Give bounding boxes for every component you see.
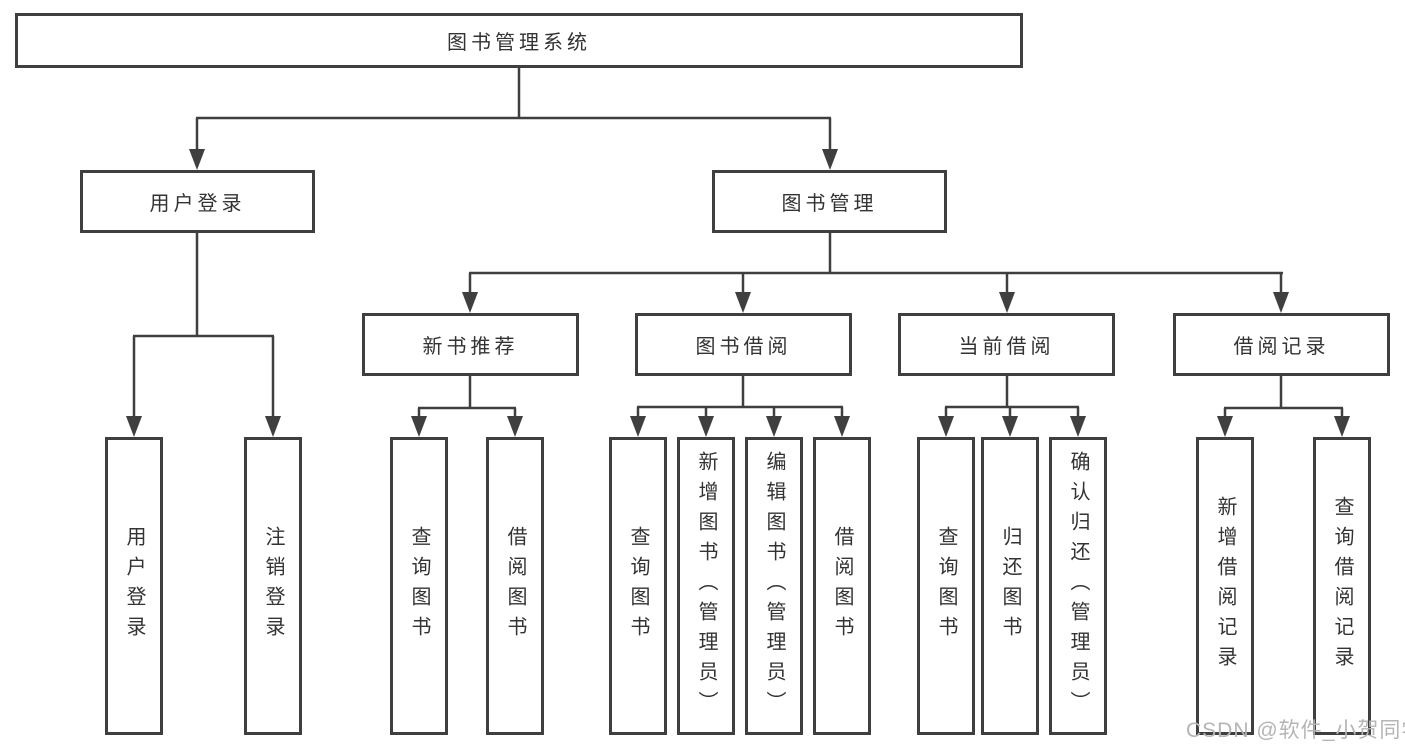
leaf-label: 查询图书 — [935, 526, 957, 646]
leaf-add-borrow-record: 新增借阅记录 — [1196, 437, 1254, 735]
node-label: 用户登录 — [149, 193, 246, 215]
leaf-label: 查询图书 — [408, 526, 430, 646]
leaf-label: 借阅图书 — [504, 526, 526, 646]
leaf-label: 注销登录 — [262, 526, 284, 646]
leaf-query-books: 查询图书 — [390, 437, 448, 735]
node-label: 图书借阅 — [695, 336, 792, 358]
leaf-query-books: 查询图书 — [917, 437, 975, 735]
node-current-borrowing: 当前借阅 — [898, 313, 1115, 376]
node-label: 新书推荐 — [422, 336, 519, 358]
leaf-label: 新增借阅记录 — [1214, 496, 1236, 676]
node-label: 当前借阅 — [958, 336, 1055, 358]
leaf-label: 确认归还（管理员） — [1067, 451, 1089, 721]
node-label: 借阅记录 — [1233, 336, 1330, 358]
csdn-watermark: CSDN @软件_小贺同学 — [1186, 719, 1405, 742]
leaf-confirm-return-admin: 确认归还（管理员） — [1049, 437, 1107, 735]
leaf-logout: 注销登录 — [244, 437, 302, 735]
node-book-borrowing: 图书借阅 — [635, 313, 852, 376]
leaf-user-login: 用户登录 — [105, 437, 163, 735]
leaf-query-books: 查询图书 — [609, 437, 667, 735]
node-library-management-system: 图书管理系统 — [15, 13, 1023, 68]
leaf-add-books-admin: 新增图书（管理员） — [677, 437, 735, 735]
node-book-management: 图书管理 — [712, 170, 947, 233]
node-user-login: 用户登录 — [80, 170, 315, 233]
leaf-label: 编辑图书（管理员） — [763, 451, 785, 721]
leaf-label: 查询图书 — [627, 526, 649, 646]
leaf-borrow-books: 借阅图书 — [486, 437, 544, 735]
leaf-query-borrow-record: 查询借阅记录 — [1313, 437, 1371, 735]
node-borrowing-records: 借阅记录 — [1173, 313, 1390, 376]
node-label: 图书管理系统 — [447, 32, 591, 54]
node-new-book-recommend: 新书推荐 — [362, 313, 579, 376]
leaf-label: 新增图书（管理员） — [695, 451, 717, 721]
leaf-label: 用户登录 — [123, 526, 145, 646]
leaf-borrow-books: 借阅图书 — [813, 437, 871, 735]
leaf-return-books: 归还图书 — [981, 437, 1039, 735]
leaf-label: 查询借阅记录 — [1331, 496, 1353, 676]
node-label: 图书管理 — [781, 193, 878, 215]
leaf-edit-books-admin: 编辑图书（管理员） — [745, 437, 803, 735]
leaf-label: 归还图书 — [999, 526, 1021, 646]
leaf-label: 借阅图书 — [831, 526, 853, 646]
